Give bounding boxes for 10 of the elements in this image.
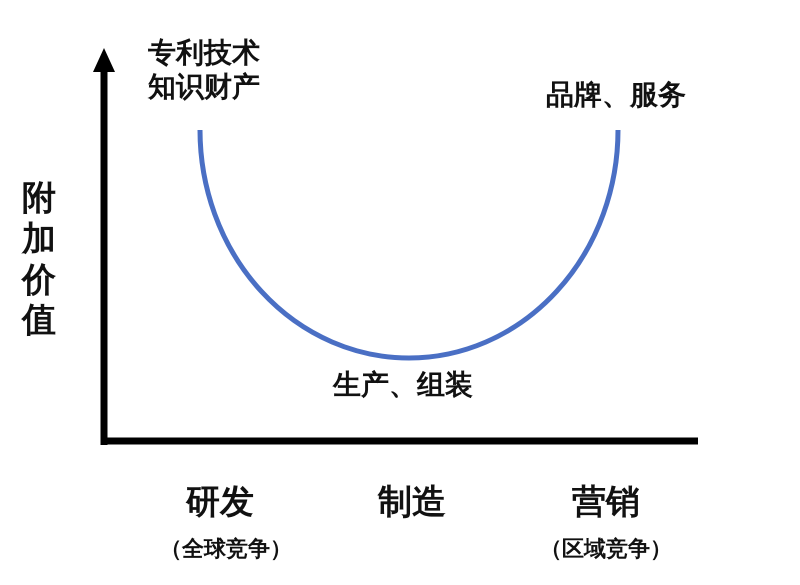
curve-end-label: 品牌、服务 (546, 80, 686, 111)
axis-title: 附加价值 (22, 178, 57, 342)
curve-end-label: 专利技术 (148, 38, 260, 69)
stage-label: 制造 (378, 484, 446, 522)
stage-label: 营销 (572, 484, 640, 522)
stage-label: 研发 (186, 484, 254, 522)
curve-end-label: 知识财产 (148, 72, 260, 103)
stage-note: （区域竞争） (540, 538, 672, 562)
stage-note: （全球竞争） (160, 538, 292, 562)
curve-bottom-label: 生产、组装 (333, 370, 473, 401)
